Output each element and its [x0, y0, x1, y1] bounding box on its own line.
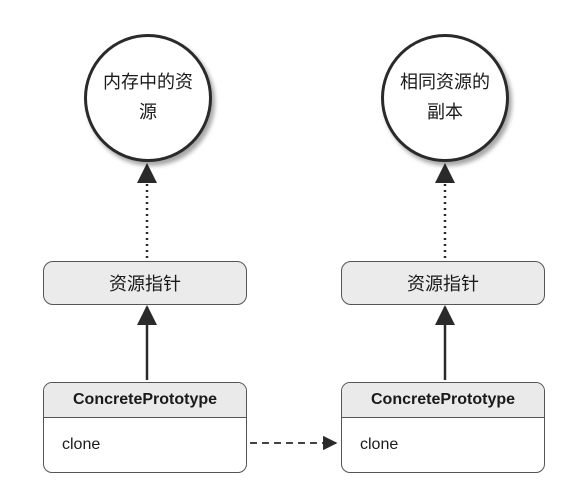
left-resource-circle: 内存中的资源	[84, 34, 212, 162]
left-class-name: ConcretePrototype	[72, 391, 218, 408]
right-pointer-label: 资源指针	[407, 274, 479, 295]
left-resource-label: 内存中的资源	[103, 72, 193, 123]
right-resource-circle: 相同资源的副本	[381, 34, 509, 162]
right-clone-method: clone	[360, 436, 399, 453]
left-class-header: ConcretePrototype	[44, 383, 246, 418]
right-class-header: ConcretePrototype	[342, 383, 544, 418]
right-class-body: clone	[342, 418, 544, 454]
left-class-box: ConcretePrototype clone	[43, 382, 247, 473]
right-resource-pointer: 资源指针	[341, 261, 545, 305]
left-pointer-label: 资源指针	[109, 274, 181, 295]
right-class-box: ConcretePrototype clone	[341, 382, 545, 473]
right-resource-label: 相同资源的副本	[400, 72, 490, 123]
left-resource-pointer: 资源指针	[43, 261, 247, 305]
left-class-body: clone	[44, 418, 246, 454]
right-class-name: ConcretePrototype	[370, 391, 516, 408]
left-clone-method: clone	[62, 436, 101, 453]
